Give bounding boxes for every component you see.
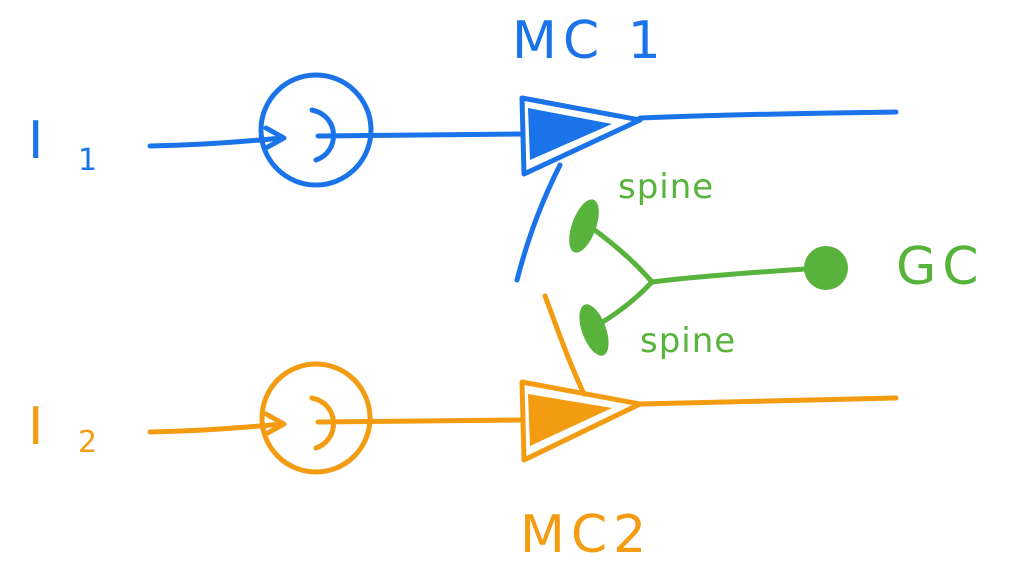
gc-upper-branch xyxy=(589,225,655,285)
mc-1-axon xyxy=(637,109,899,121)
mc-2-axon xyxy=(637,395,899,407)
mc-1-label: MC 1 xyxy=(512,11,667,71)
spine-bottom-label: spine xyxy=(640,321,736,361)
pathway-1: I 1 MC 1 xyxy=(28,11,899,283)
input-2-label: I xyxy=(28,397,49,457)
gc-soma xyxy=(804,246,848,290)
mc-1-soma xyxy=(519,95,643,177)
mc-2-lateral-dendrite xyxy=(542,293,587,397)
mc-1-dendrite xyxy=(315,131,525,139)
spine-bottom xyxy=(579,304,609,356)
granule-cell: spine spine GC xyxy=(569,167,985,361)
mc-2-label: MC2 xyxy=(520,505,652,565)
input-2-axon xyxy=(147,421,285,435)
gc-lower-branch xyxy=(593,279,655,329)
mc-2-soma-fill xyxy=(528,394,612,446)
spine-top-label: spine xyxy=(618,167,714,207)
mc-1-lateral-dendrite xyxy=(514,162,563,283)
input-1-axon xyxy=(147,135,285,149)
input-1-subscript: 1 xyxy=(78,143,97,178)
spine-top xyxy=(569,199,599,253)
gc-label: GC xyxy=(896,237,985,297)
input-2-subscript: 2 xyxy=(78,425,97,460)
input-2-glomerulus xyxy=(259,361,373,475)
input-1-label: I xyxy=(28,111,49,171)
input-1-glomerulus xyxy=(258,72,374,188)
gc-main-dendrite xyxy=(649,265,823,285)
pathway-2: I 2 MC2 xyxy=(28,293,899,565)
mc-1-soma-fill xyxy=(528,108,612,160)
input-2-arrowhead xyxy=(263,411,287,437)
mc-2-dendrite xyxy=(315,417,525,425)
input-1-arrowhead xyxy=(263,125,287,151)
